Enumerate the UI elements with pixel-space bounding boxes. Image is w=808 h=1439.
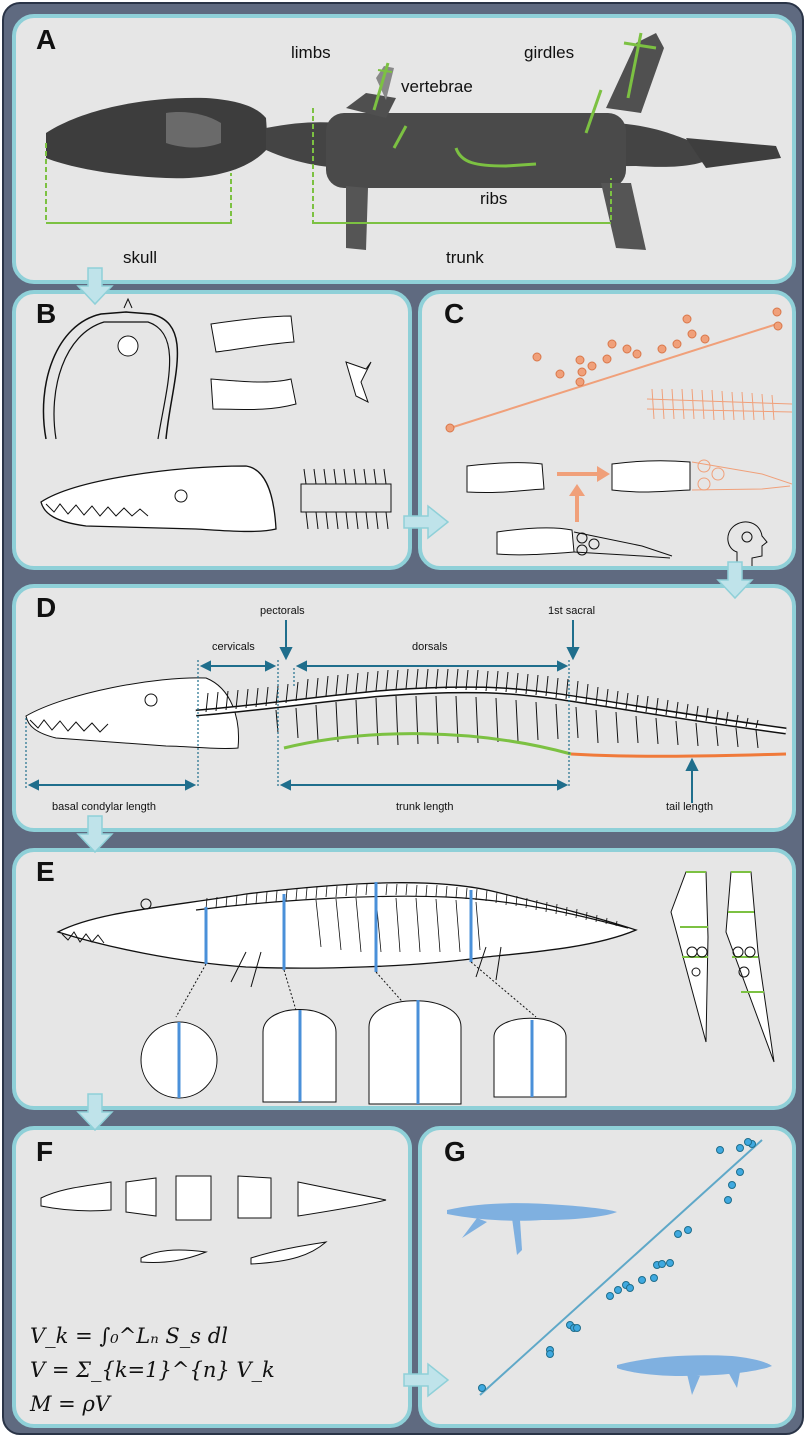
panel-b: B [12,290,412,570]
label-first-sacral: 1st sacral [548,605,595,617]
equation-volume-integral-text: V_k = ∫₀^Lₙ S_s dl [30,1324,228,1348]
panel-d: D [12,584,796,832]
panel-b-label: B [36,298,56,330]
panel-e: E [12,848,796,1110]
skeleton-measurements: pectorals 1st sacral cervicals dorsals b… [16,588,792,828]
lightbulb-head-icon [728,522,767,566]
panel-d-label: D [36,592,56,624]
panel-f: F V_k = ∫₀^Lₙ S_s dl V = Σ_{k=1}^{n} V_k… [12,1126,412,1428]
label-skull: skull [123,248,157,267]
label-trunk-length: trunk length [396,801,453,813]
label-vertebrae: vertebrae [401,77,473,96]
panel-f-label: F [36,1136,53,1168]
bone-outlines [16,294,408,566]
panel-a-label: A [36,24,56,56]
equation-volume-sum: V = Σ_{k=1}^{n} V_k [30,1358,275,1382]
panel-a: A limbs vertebrae girdles ribs skull tru… [12,14,796,284]
panel-g-label: G [444,1136,466,1168]
label-pectorals: pectorals [260,605,305,617]
label-ribs: ribs [480,189,507,208]
label-girdles: girdles [524,43,574,62]
label-cervicals: cervicals [212,641,255,653]
label-tail-length: tail length [666,801,713,813]
body-cross-sections [16,852,792,1106]
panel-c: C [418,290,796,570]
label-basal-condylar-length: basal condylar length [52,801,156,813]
label-dorsals: dorsals [412,641,448,653]
equation-mass-text: M = ρV [30,1392,110,1416]
label-limbs: limbs [291,43,331,62]
panel-c-label: C [444,298,464,330]
fossil-specimen: limbs vertebrae girdles ribs skull trunk [16,18,792,280]
equation-volume-sum-text: V = Σ_{k=1}^{n} V_k [30,1358,275,1382]
regression-scatter [422,1130,792,1424]
label-trunk: trunk [446,248,484,267]
equation-volume-integral: V_k = ∫₀^Lₙ S_s dl [30,1324,228,1348]
panel-g: G [418,1126,796,1428]
reconstruction-scheme [422,294,792,566]
panel-e-label: E [36,856,55,888]
equation-mass: M = ρV [30,1392,110,1416]
